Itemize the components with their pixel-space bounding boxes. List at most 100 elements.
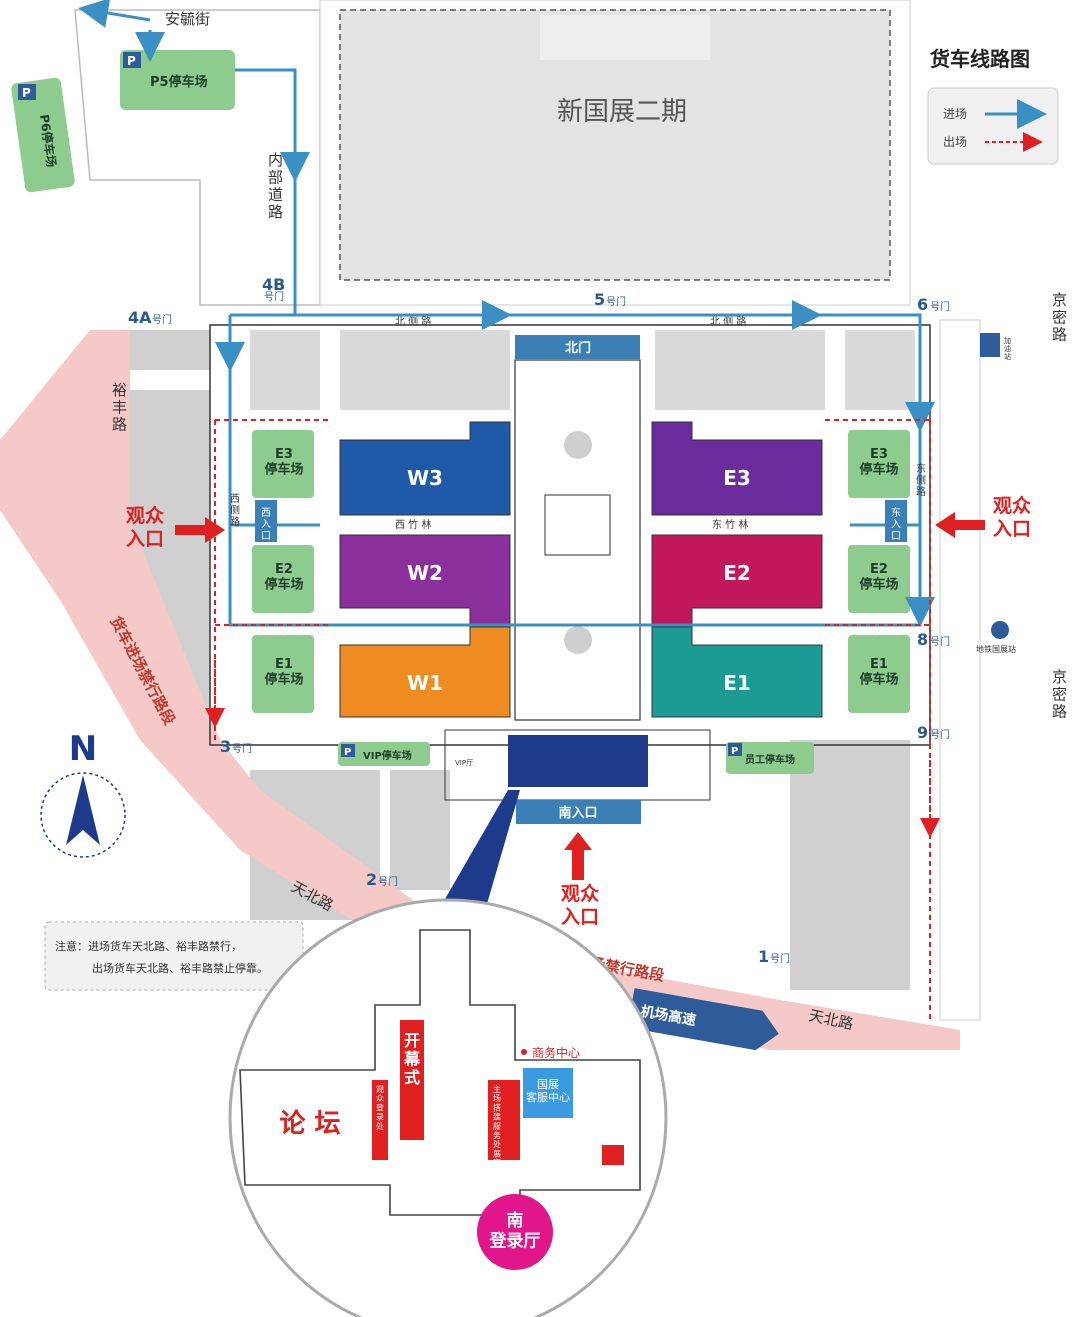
svg-text:货车线路图: 货车线路图 xyxy=(930,47,1030,71)
svg-text:进场: 进场 xyxy=(943,107,967,121)
road-xice: 西侧路 xyxy=(230,494,240,528)
south-gate xyxy=(516,800,641,824)
east-gate xyxy=(885,500,907,542)
west-gate xyxy=(255,500,277,542)
metro-icon xyxy=(991,621,1009,639)
route-out xyxy=(205,419,940,1020)
svg-text:W2: W2 xyxy=(407,561,443,585)
svg-text:号门: 号门 xyxy=(264,290,284,303)
central-axis xyxy=(444,359,711,801)
gate-5: 5 xyxy=(594,290,605,309)
road-beice-1: 北 侧 路 xyxy=(395,315,431,328)
road-anfu: 安毓街 xyxy=(165,10,210,28)
svg-text:E1: E1 xyxy=(723,671,751,695)
restaurant-icon xyxy=(602,1145,624,1165)
svg-text:国展客服中心: 国展客服中心 xyxy=(526,1078,570,1104)
svg-text:P: P xyxy=(731,746,738,757)
svg-text:号门: 号门 xyxy=(770,952,790,965)
parking-vip-label: VIP停车场 xyxy=(363,749,412,762)
road-jingmi-2: 京密路 xyxy=(1052,668,1067,721)
opening-banner xyxy=(400,1020,424,1140)
gate-3: 3 xyxy=(220,737,231,756)
svg-text:号门: 号门 xyxy=(378,875,398,888)
road-neibu: 内部道路 xyxy=(268,151,283,221)
svg-text:号门: 号门 xyxy=(930,300,950,313)
exhibitor-desk-banner xyxy=(488,1080,520,1160)
gate-6: 6 xyxy=(917,295,928,314)
vip-hall-label: VIP厅 xyxy=(455,759,473,767)
hall-e2[interactable]: E2 xyxy=(651,534,823,626)
parking-p6-label: P6停车场 xyxy=(37,113,59,168)
entry-right-label: 观众入口 xyxy=(993,494,1031,540)
hall-w1[interactable]: W1 xyxy=(339,626,511,718)
hall-e3[interactable]: E3 xyxy=(651,421,823,516)
svg-text:开幕式: 开幕式 xyxy=(403,1031,421,1087)
south-hall-block xyxy=(508,735,648,787)
hall-w3[interactable]: W3 xyxy=(339,421,511,516)
hall-e1[interactable]: E1 xyxy=(651,626,823,718)
svg-text:出场: 出场 xyxy=(943,135,967,149)
north-compass: N xyxy=(40,729,126,858)
inset-magnifier: 开幕式 观众登录处 主场搭建服务处展商报到处 国展客服中心 商务中心 论 坛 南… xyxy=(228,898,668,1317)
west-gate-label: 西入口 xyxy=(261,508,271,542)
svg-text:W1: W1 xyxy=(407,671,443,695)
gate-4a: 4A xyxy=(128,308,152,327)
svg-text:观众登录处: 观众登录处 xyxy=(376,1085,384,1131)
entry-bottom-label: 观众入口 xyxy=(561,882,599,928)
svg-text:主场搭建服务处展商报到处: 主场搭建服务处展商报到处 xyxy=(493,1084,501,1195)
svg-text:号门: 号门 xyxy=(152,313,172,326)
pink-roads xyxy=(0,330,960,1050)
entry-bottom-arrow xyxy=(564,832,592,880)
svg-text:P: P xyxy=(127,54,136,68)
gas-icon xyxy=(980,333,1000,357)
svg-text:号门: 号门 xyxy=(930,635,950,648)
hall-w2[interactable]: W2 xyxy=(339,534,511,626)
parking-p5-label: P5停车场 xyxy=(150,74,208,90)
svg-text:南登录厅: 南登录厅 xyxy=(489,1210,541,1251)
entry-right-arrow xyxy=(935,512,985,538)
gate-8: 8 xyxy=(917,630,928,649)
svg-text:W3: W3 xyxy=(407,466,443,490)
building-name: 新国展二期 xyxy=(557,97,687,127)
road-yufeng: 裕丰路 xyxy=(112,381,127,434)
visitor-desk-banner xyxy=(372,1080,388,1160)
road-xizhulin: 西 竹 林 xyxy=(395,518,431,531)
gate-4b: 4B xyxy=(262,275,285,294)
metro-label: 地铁国展站 xyxy=(976,644,1016,654)
gate-9: 9 xyxy=(917,723,928,742)
svg-text:P: P xyxy=(22,86,31,100)
road-beice-2: 北 侧 路 xyxy=(710,315,746,328)
road-dongzhulin: 东 竹 林 xyxy=(712,518,748,531)
note-box: 注意：进场货车天北路、裕丰路禁行， 出场货车天北路、裕丰路禁止停靠。 xyxy=(44,921,304,991)
svg-text:出场货车天北路、裕丰路禁止停靠。: 出场货车天北路、裕丰路禁止停靠。 xyxy=(92,961,268,975)
svg-text:P: P xyxy=(344,747,351,758)
svg-text:N: N xyxy=(69,729,97,769)
north-gate xyxy=(515,335,640,359)
entry-left-label: 观众入口 xyxy=(126,504,164,550)
forum-label: 论 坛 xyxy=(279,1109,340,1139)
road-jingmi-1: 京密路 xyxy=(1052,291,1067,344)
south-lobby-badge xyxy=(477,1194,553,1270)
south-gate-label: 南入口 xyxy=(558,805,597,821)
road-dongce: 东侧路 xyxy=(916,462,926,498)
entry-left-arrow xyxy=(175,517,225,543)
biz-center-label: 商务中心 xyxy=(532,1045,580,1060)
parking-icons: P P P P xyxy=(18,52,742,758)
gate-2: 2 xyxy=(366,870,377,889)
svg-text:E3: E3 xyxy=(723,466,751,490)
svg-text:注意：进场货车天北路、裕丰路禁行，: 注意：进场货车天北路、裕丰路禁行， xyxy=(55,939,242,953)
airport-sign: 机场高速 xyxy=(627,988,779,1051)
parking-lots[interactable] xyxy=(11,50,910,774)
east-gate-label: 东入口 xyxy=(891,506,901,542)
svg-text:号门: 号门 xyxy=(606,295,626,308)
parking-staff-label: 员工停车场 xyxy=(745,753,795,766)
service-center xyxy=(523,1068,573,1118)
gas-label: 加油站 xyxy=(1004,336,1011,361)
